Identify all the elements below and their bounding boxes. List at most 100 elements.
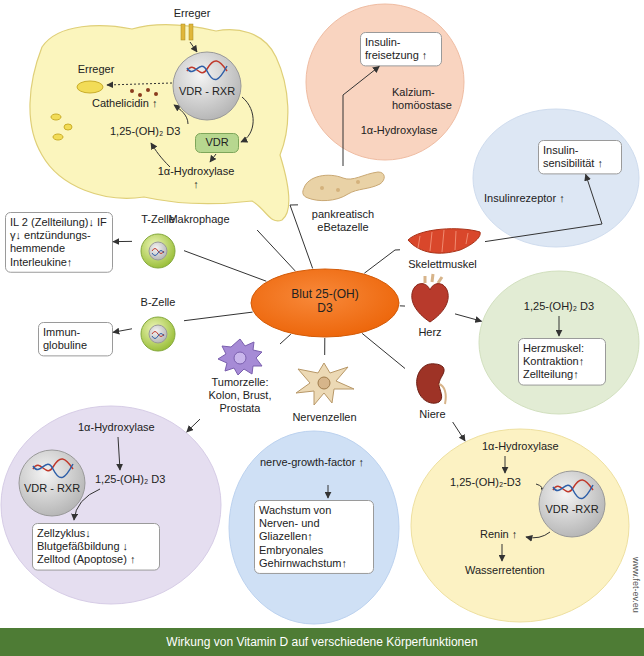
node-text: VDR bbox=[195, 136, 239, 149]
result-box: Insulin- freisetzung ↑ bbox=[360, 32, 442, 66]
outline bbox=[19, 450, 85, 516]
node-text: Insulin- freisetzung ↑ bbox=[365, 36, 437, 62]
node-text: IL 2 (Zellteilung)↓ IF γ↓ entzündungs- h… bbox=[10, 216, 108, 269]
node-text: Niere bbox=[405, 408, 460, 421]
illustration bbox=[408, 229, 480, 253]
outline bbox=[361, 33, 442, 66]
illustration bbox=[30, 24, 289, 221]
text-slot: 1α-Hydroxylase bbox=[78, 421, 160, 434]
outline bbox=[33, 524, 160, 571]
text-slot: Blut 25-(OH) D3 bbox=[288, 287, 362, 316]
illustration bbox=[559, 316, 560, 336]
outline bbox=[519, 339, 606, 386]
node-text: VDR - RXR bbox=[22, 482, 82, 495]
cell-nucleus: VDR -RXR bbox=[538, 470, 606, 538]
illustration bbox=[141, 234, 175, 268]
effect-ellipse: nerve-growth-factor ↑ Wachstum von Nerven… bbox=[228, 430, 400, 625]
connector-line bbox=[290, 205, 313, 269]
kidney-illustration: Niere bbox=[405, 360, 460, 422]
node-text: 1α-Hydroxylase bbox=[482, 440, 564, 453]
outline bbox=[539, 471, 605, 537]
outline bbox=[39, 323, 113, 356]
effect-ellipse: 1α-Hydroxylase1,25-(OH)₂-D3Renin ↑Wasser… bbox=[410, 428, 630, 623]
connector-line bbox=[184, 251, 266, 282]
text-slot: Insulinrezeptor ↑ bbox=[484, 192, 584, 205]
node-text: VDR - RXR bbox=[177, 85, 237, 98]
node-text: VDR -RXR bbox=[542, 503, 602, 516]
ellipse-shape bbox=[410, 428, 630, 623]
text-slot: Erreger bbox=[168, 7, 216, 20]
text-slot: VDR -RXR bbox=[542, 503, 602, 516]
illustration bbox=[553, 480, 593, 499]
muscle-illustration: Skelettmuskel bbox=[400, 224, 485, 272]
ellipse-shape bbox=[0, 405, 222, 605]
node-text: Herz bbox=[405, 326, 455, 339]
node-text: Skelettmuskel bbox=[400, 258, 485, 271]
text-slot: Insulin- sensibilität ↑ bbox=[543, 144, 617, 170]
node-text: Wachstum von Nerven- und Gliazellen↑ Emb… bbox=[259, 504, 369, 570]
connector-line bbox=[280, 334, 291, 344]
text-slot: Zellzyklus↓ Blutgefäßbildung ↓ Zelltod (… bbox=[37, 527, 155, 567]
result-box: Zellzyklus↓ Blutgefäßbildung ↓ Zelltod (… bbox=[32, 523, 160, 571]
result-box: Herzmuskel: Kontraktion↑ Zellteilung↑ bbox=[518, 338, 606, 386]
outline bbox=[6, 213, 113, 273]
outline bbox=[306, 4, 464, 160]
text-slot: 1,25-(OH)₂ D3 bbox=[110, 125, 190, 138]
illustration bbox=[328, 485, 329, 498]
node-text: 1α-Hydroxylase ↑ bbox=[155, 165, 237, 191]
node-text: Immun- globuline bbox=[43, 326, 108, 352]
outline bbox=[473, 109, 639, 247]
connector-line bbox=[184, 312, 253, 321]
node-text: Renin ↑ bbox=[480, 528, 540, 541]
node-text: 1α-Hydroxylase bbox=[78, 421, 160, 434]
node-text: Nervenzellen bbox=[282, 411, 367, 424]
text-slot: Erreger bbox=[72, 63, 120, 76]
watermark: www.fet-ev.eu bbox=[630, 557, 641, 613]
text-slot: VDR - RXR bbox=[177, 85, 237, 98]
text-slot: 1α-Hydroxylase ↑ bbox=[155, 165, 237, 191]
text-slot: Tumorzelle: Kolon, Brust, Prostata bbox=[200, 376, 280, 416]
effect-ellipse: Insulinrezeptor ↑ Insulin- sensibilität ↑ bbox=[472, 108, 640, 248]
node-text: 1,25-(OH)₂-D3 bbox=[450, 476, 534, 489]
connector-line bbox=[455, 314, 482, 321]
node-text: Zellzyklus↓ Blutgefäßbildung ↓ Zelltod (… bbox=[37, 527, 155, 567]
result-box: Insulin- sensibilität ↑ bbox=[538, 140, 622, 174]
text-slot: Cathelicidin ↑ bbox=[92, 97, 182, 110]
text-slot: Herz bbox=[405, 326, 455, 339]
macrophage-cell: ErregerErregerCathelicidin ↑1,25-(OH)₂ D… bbox=[20, 5, 285, 230]
connector-line bbox=[400, 305, 405, 306]
node-text: T-Zelle bbox=[132, 213, 184, 226]
text-slot: pankreatisch eBetazelle bbox=[298, 208, 388, 234]
outline bbox=[411, 429, 629, 622]
nerve-cell-illustration: Nervenzellen bbox=[282, 355, 367, 425]
effect-ellipse: 1,25-(OH)₂ D3 Herzmuskel: Kontraktion↑ Ze… bbox=[478, 270, 640, 415]
node-text: nerve-growth-factor ↑ bbox=[260, 456, 370, 469]
effect-ellipse: Kalzium- homöostase1α-HydroxylaseInsulin… bbox=[305, 3, 465, 161]
connector-line bbox=[187, 419, 200, 432]
text-slot: nerve-growth-factor ↑ bbox=[260, 456, 370, 469]
blob-shape bbox=[20, 5, 285, 230]
connector-line bbox=[453, 422, 465, 441]
text-slot: Kalzium- homöostase bbox=[392, 86, 456, 112]
node-text: Blut 25-(OH) D3 bbox=[288, 287, 362, 316]
illustration bbox=[412, 274, 448, 322]
illustration bbox=[296, 363, 354, 405]
node-text: Herzmuskel: Kontraktion↑ Zellteilung↑ bbox=[523, 342, 601, 382]
node-text: 1,25-(OH)₂ D3 bbox=[518, 300, 600, 313]
illustration bbox=[303, 172, 384, 201]
b-cell-illustration: B-Zelle bbox=[132, 296, 184, 352]
text-slot: Insulin- freisetzung ↑ bbox=[365, 36, 437, 62]
illustration bbox=[33, 459, 73, 478]
node-text: 1,25-(OH)₂ D3 bbox=[95, 473, 177, 486]
effect-ellipse: 1α-Hydroxylase 1,25-(OH)₂ D3 VDR - RXR Zell… bbox=[0, 405, 222, 605]
illustration bbox=[141, 317, 175, 351]
outline bbox=[1, 406, 221, 604]
text-slot: Renin ↑ bbox=[480, 528, 540, 541]
result-box: IL 2 (Zellteilung)↓ IF γ↓ entzündungs- h… bbox=[5, 212, 113, 273]
connector-line bbox=[113, 241, 132, 242]
t-cell-illustration: T-Zelle bbox=[132, 213, 184, 269]
outline bbox=[196, 134, 239, 153]
text-slot: 1α-Hydroxylase bbox=[482, 440, 564, 453]
text-slot: 1,25-(OH)₂ D3 bbox=[95, 473, 177, 486]
text-slot: Herzmuskel: Kontraktion↑ Zellteilung↑ bbox=[523, 342, 601, 382]
